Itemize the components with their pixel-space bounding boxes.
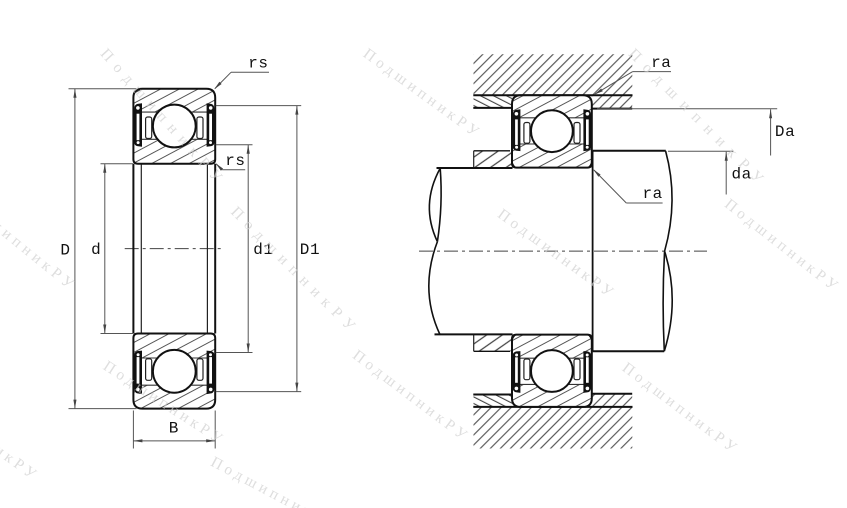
svg-text:ra: ra (642, 185, 662, 203)
svg-text:rs: rs (225, 152, 245, 170)
svg-text:B: B (169, 419, 179, 437)
svg-text:da: da (731, 166, 751, 184)
svg-text:d: d (91, 241, 101, 259)
svg-text:rs: rs (248, 55, 268, 73)
svg-text:Da: Da (775, 123, 795, 141)
svg-text:ra: ra (651, 54, 671, 72)
svg-text:D1: D1 (300, 241, 320, 259)
svg-text:d1: d1 (253, 241, 273, 259)
svg-text:D: D (60, 241, 70, 259)
